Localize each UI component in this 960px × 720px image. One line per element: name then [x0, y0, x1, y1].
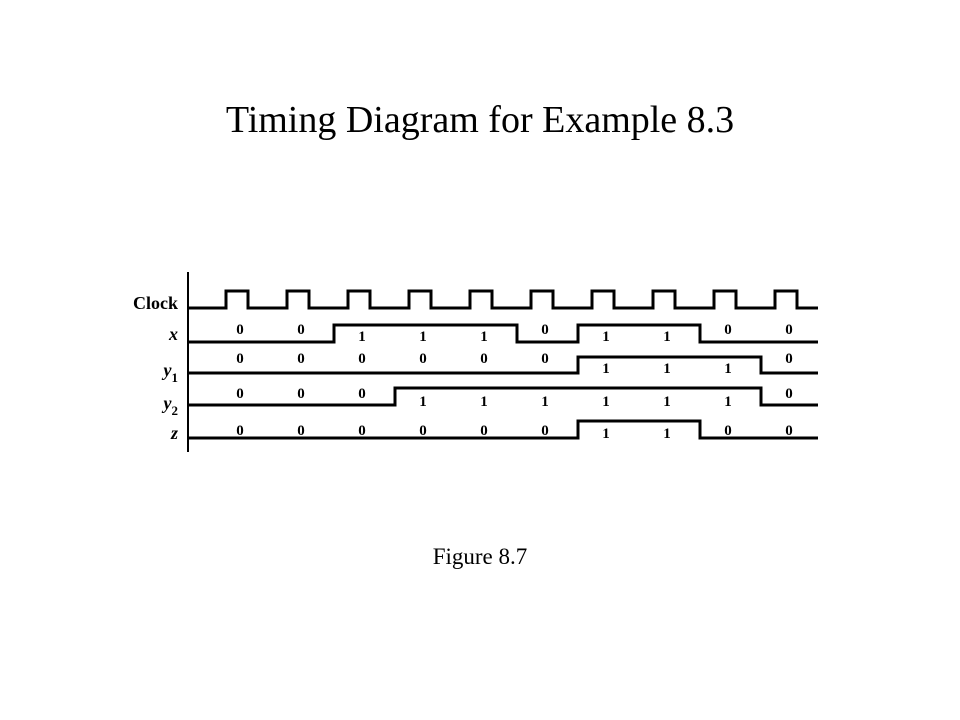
bit-x-4: 1 — [480, 329, 488, 345]
bit-y2-5: 1 — [541, 394, 549, 410]
signal-label-x: x — [168, 324, 178, 344]
figure-caption: Figure 8.7 — [432, 544, 528, 569]
bit-y1-6: 1 — [602, 361, 610, 377]
bit-x-6: 1 — [602, 329, 610, 345]
signal-label-z: z — [170, 423, 178, 443]
waveform-clock — [188, 289, 818, 310]
bit-values: 0 0 1 1 1 0 1 1 0 0 0 0 0 0 0 0 1 1 1 0 0 0 0 1 1 1 1 1 1 0 0 0 0 0 0 0 1 1 0 0 — [236, 322, 793, 442]
signal-waveforms — [188, 289, 818, 440]
bit-y2-8: 1 — [724, 394, 732, 410]
bit-z-6: 1 — [602, 426, 610, 442]
bit-y2-6: 1 — [602, 394, 610, 410]
bit-y1-3: 0 — [419, 351, 427, 367]
bit-x-0: 0 — [236, 322, 244, 338]
bit-z-2: 0 — [358, 423, 366, 439]
waveform-z — [188, 419, 818, 440]
bit-y1-0: 0 — [236, 351, 244, 367]
bit-x-9: 0 — [785, 322, 793, 338]
bit-z-3: 0 — [419, 423, 427, 439]
bit-y1-4: 0 — [480, 351, 488, 367]
bit-x-2: 1 — [358, 329, 366, 345]
bit-x-5: 0 — [541, 322, 549, 338]
bit-x-1: 0 — [297, 322, 305, 338]
bit-y1-8: 1 — [724, 361, 732, 377]
bit-x-8: 0 — [724, 322, 732, 338]
page-title: Timing Diagram for Example 8.3 — [225, 99, 735, 141]
bit-y2-7: 1 — [663, 394, 671, 410]
bit-y2-0: 0 — [236, 386, 244, 402]
bit-z-1: 0 — [297, 423, 305, 439]
bit-y1-2: 0 — [358, 351, 366, 367]
bit-y1-7: 1 — [663, 361, 671, 377]
bit-x-3: 1 — [419, 329, 427, 345]
bit-z-4: 0 — [480, 423, 488, 439]
signal-labels: Clock x y1 y2 z — [133, 293, 178, 443]
bit-y1-9: 0 — [785, 351, 793, 367]
bit-y2-3: 1 — [419, 394, 427, 410]
signal-label-y1: y1 — [162, 360, 179, 385]
bit-y1-1: 0 — [297, 351, 305, 367]
bit-z-0: 0 — [236, 423, 244, 439]
waveform-x — [188, 323, 818, 344]
bit-x-7: 1 — [663, 329, 671, 345]
bit-y1-5: 0 — [541, 351, 549, 367]
bit-z-9: 0 — [785, 423, 793, 439]
waveform-y1 — [188, 355, 818, 375]
bit-y2-2: 0 — [358, 386, 366, 402]
bit-y2-1: 0 — [297, 386, 305, 402]
signal-label-y2: y2 — [162, 393, 179, 418]
bit-y2-4: 1 — [480, 394, 488, 410]
waveform-y2 — [188, 386, 818, 407]
bit-z-7: 1 — [663, 426, 671, 442]
bit-y2-9: 0 — [785, 386, 793, 402]
bit-z-5: 0 — [541, 423, 549, 439]
signal-label-clock: Clock — [133, 293, 178, 313]
bit-z-8: 0 — [724, 423, 732, 439]
